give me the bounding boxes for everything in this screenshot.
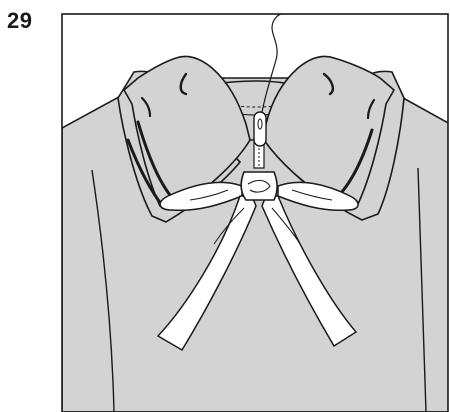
needle-icon [254, 112, 266, 146]
bow-knot [241, 172, 277, 200]
